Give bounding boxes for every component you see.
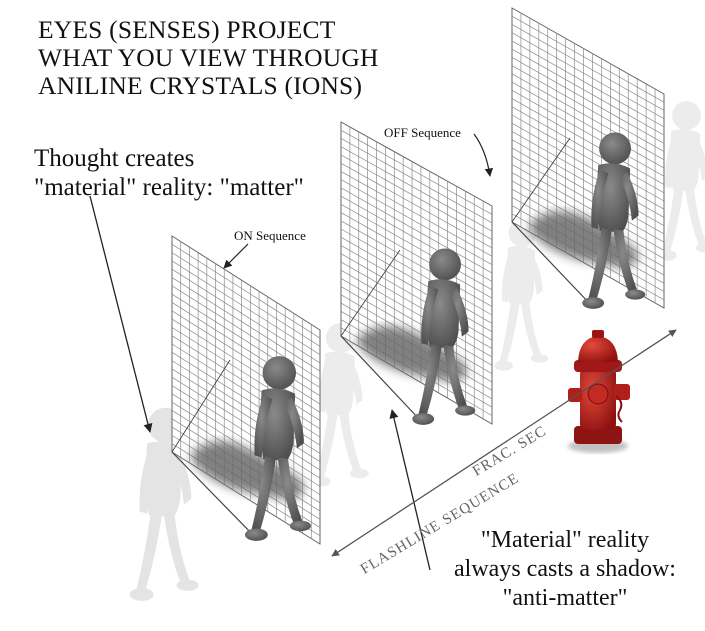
grid-line: [511, 32, 665, 119]
on-sequence-label: ON Sequence: [234, 228, 306, 243]
grid-line: [171, 368, 321, 462]
grid-line: [171, 252, 321, 347]
thought-line-1: Thought creates: [34, 145, 195, 172]
shadow-3: [528, 211, 639, 268]
grid-line: [511, 57, 665, 144]
grid-line: [171, 268, 321, 364]
material-line-1: "Material" reality: [480, 527, 650, 553]
grid-line: [340, 236, 493, 324]
off-sequence-arrow: [473, 133, 494, 177]
grid-line: [171, 393, 321, 487]
grid-line: [340, 129, 493, 215]
material-line-2: always casts a shadow:: [454, 556, 676, 582]
diagram-title: EYES (SENSES) PROJECT WHAT YOU VIEW THRO…: [38, 16, 379, 100]
grid-line: [511, 40, 665, 128]
grid-line: [511, 90, 665, 177]
grid-line: [511, 48, 665, 136]
thought-line-2: "material" reality: "matter": [34, 174, 304, 201]
grid-line: [340, 162, 493, 249]
grid-line: [171, 360, 321, 454]
grid-line: [340, 204, 493, 291]
thought-caption: Thought creates "material" reality: "mat…: [34, 144, 304, 202]
shadow-2: [356, 326, 468, 382]
grid-line: [511, 122, 665, 210]
grid-line: [511, 15, 665, 103]
ghost-figure-2: [494, 219, 549, 371]
grid-line: [171, 260, 321, 355]
on-sequence-arrow: [223, 243, 249, 269]
grid-line: [511, 131, 665, 218]
grid-line: [171, 327, 321, 421]
grid-line: [340, 146, 493, 232]
grid-line: [511, 172, 665, 259]
title-line-1: EYES (SENSES) PROJECT: [38, 15, 336, 44]
flashline-arrow-back: [331, 329, 677, 557]
grid-line: [340, 212, 493, 299]
grid-line: [171, 385, 321, 479]
material-caption: "Material" reality always casts a shadow…: [434, 526, 696, 613]
grid-line: [511, 106, 665, 194]
grid-line: [340, 138, 493, 224]
grid-line: [340, 269, 493, 358]
shadow-1: [190, 441, 304, 500]
grid-line: [340, 220, 493, 307]
grid-line: [511, 164, 665, 251]
off-sequence-label: OFF Sequence: [384, 125, 461, 140]
grid-line: [511, 73, 665, 161]
grid-line: [340, 195, 493, 282]
grid-line: [511, 147, 665, 235]
grid-line: [171, 376, 321, 471]
thought-arrow: [89, 195, 153, 433]
fire-hydrant-icon: [568, 330, 630, 453]
grid-line: [171, 318, 321, 413]
grid-line: [340, 261, 493, 349]
grid-line: [511, 81, 665, 169]
grid-line: [511, 155, 665, 243]
title-line-2: WHAT YOU VIEW THROUGH: [38, 43, 379, 72]
grid-line: [511, 98, 665, 185]
grid-line: [340, 286, 493, 374]
grid-line: [340, 187, 493, 274]
shadow-arrow: [389, 409, 431, 571]
grid-line: [340, 228, 493, 316]
panel-off-sequence: [511, 7, 665, 309]
panel-middle: [340, 121, 493, 425]
grid-line: [171, 302, 321, 397]
grid-line: [340, 154, 493, 240]
grid-line: [340, 179, 493, 265]
title-line-3: ANILINE CRYSTALS (IONS): [38, 71, 363, 100]
grid-line: [511, 114, 665, 202]
grid-line: [511, 24, 665, 111]
grid-line: [511, 65, 665, 152]
grid-line: [171, 285, 321, 380]
material-line-3: "anti-matter": [502, 585, 628, 611]
grid-line: [171, 277, 321, 372]
grid-line: [171, 244, 321, 339]
grid-line: [171, 310, 321, 405]
panel-on-sequence: [171, 235, 321, 545]
grid-line: [340, 278, 493, 366]
grid-line: [340, 171, 493, 257]
grid-line: [511, 139, 665, 226]
